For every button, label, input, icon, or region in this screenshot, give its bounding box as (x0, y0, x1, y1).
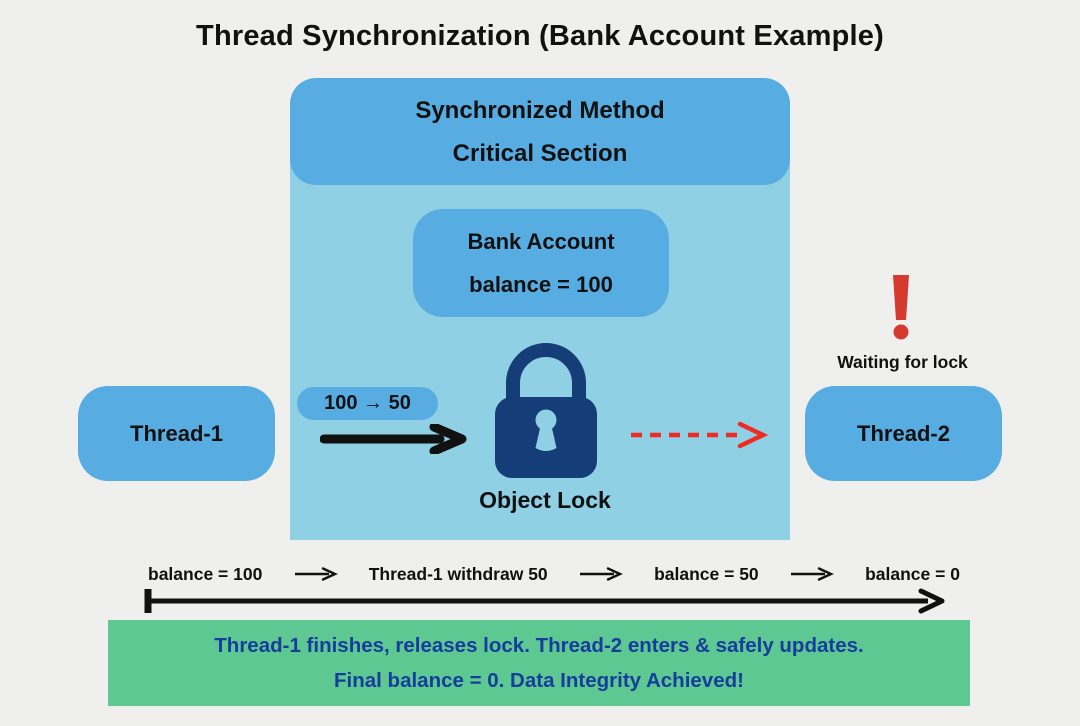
timeline-step-2: Thread-1 withdraw 50 (368, 563, 548, 584)
thread-1-box: Thread-1 (78, 386, 275, 481)
summary-line-2: Final balance = 0. Data Integrity Achiev… (334, 669, 744, 692)
timeline-step-4: balance = 0 (865, 563, 960, 584)
page-title: Thread Synchronization (Bank Account Exa… (196, 20, 884, 52)
flow-arrow-icon (579, 567, 623, 581)
timeline-step-3: balance = 50 (654, 563, 759, 584)
header-line-1: Synchronized Method (415, 96, 665, 124)
timeline-step-1: balance = 100 (148, 563, 263, 584)
withdraw-arrow-icon (320, 424, 468, 454)
timeline-axis-arrow (140, 586, 952, 618)
thread-2-label: Thread-2 (857, 420, 950, 446)
timeline-steps: balance = 100 Thread-1 withdraw 50 balan… (148, 562, 960, 586)
waiting-dashed-arrow-icon (628, 420, 770, 450)
flow-arrow-icon (294, 567, 338, 581)
bank-account-title: Bank Account (467, 229, 615, 254)
thread-2-box: Thread-2 (805, 386, 1002, 481)
synchronized-method-header: Synchronized Method Critical Section (290, 78, 790, 185)
bank-account-box: Bank Account balance = 100 (413, 209, 669, 317)
header-line-2: Critical Section (452, 139, 628, 167)
withdraw-badge: 100 → 50 (297, 387, 438, 420)
summary-line-1: Thread-1 finishes, releases lock. Thread… (214, 634, 864, 657)
summary-banner: Thread-1 finishes, releases lock. Thread… (108, 620, 970, 706)
waiting-for-lock-label: Waiting for lock (837, 352, 968, 372)
flow-arrow-icon (790, 567, 834, 581)
lock-icon (494, 338, 598, 480)
bank-account-balance: balance = 100 (469, 272, 613, 297)
thread-1-label: Thread-1 (130, 420, 223, 446)
object-lock-label: Object Lock (479, 487, 611, 513)
exclamation-icon (886, 273, 916, 341)
